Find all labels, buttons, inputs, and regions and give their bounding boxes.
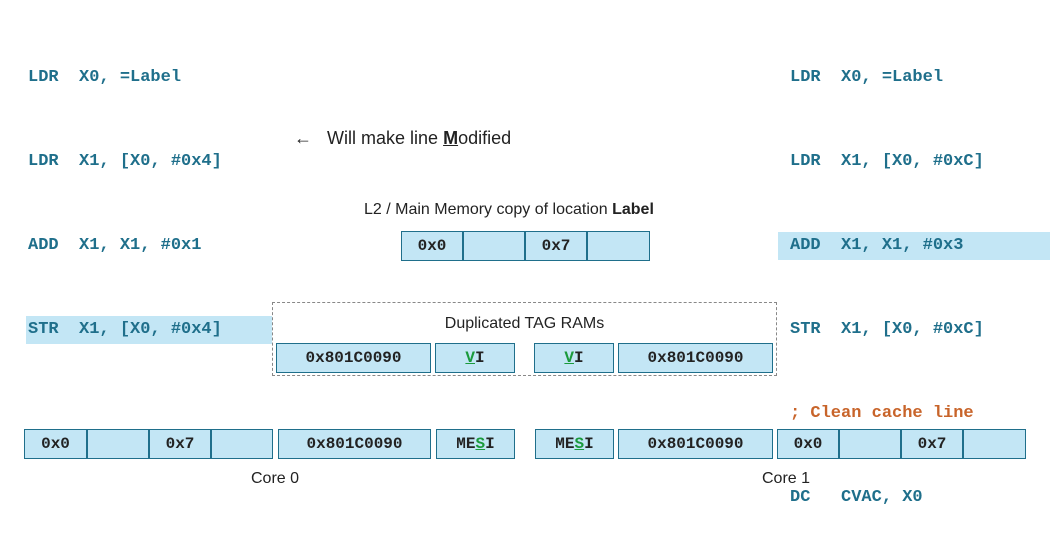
core0-code-line: ADD X1, X1, #0x1: [28, 236, 202, 255]
core0-code-line: LDR X1, [X0, #0x4]: [28, 152, 222, 171]
core0-code-line: LDR X0, =Label: [28, 68, 182, 87]
core0-data-cell: 0x7: [149, 429, 211, 459]
core1-code: LDR X0, =Label LDR X1, [X0, #0xC] ADD X1…: [778, 8, 1050, 540]
tag-rams-right-tag: 0x801C0090: [618, 343, 773, 373]
core1-data-cell: 0x0: [777, 429, 839, 459]
core0-code: LDR X0, =Label LDR X1, [X0, #0x4] ADD X1…: [26, 8, 272, 372]
tag-rams-left-tag: 0x801C0090: [276, 343, 431, 373]
memory-caption: L2 / Main Memory copy of location Label: [364, 201, 654, 218]
core0-code-line-highlighted: STR X1, [X0, #0x4]: [26, 316, 272, 344]
core0-data-cell: 0x0: [24, 429, 87, 459]
core1-data-cell: [839, 429, 901, 459]
core1-data-cell: 0x7: [901, 429, 963, 459]
core1-code-line-highlighted: ADD X1, X1, #0x3: [778, 232, 1050, 260]
memory-cell: [587, 231, 650, 261]
core1-code-line: STR X1, [X0, #0xC]: [790, 320, 984, 339]
modified-note: ← Will make line Modified: [284, 96, 511, 152]
note-emph: M: [443, 128, 459, 148]
memory-cell: [463, 231, 525, 261]
core1-tag: 0x801C0090: [618, 429, 773, 459]
tag-rams-title: Duplicated TAG RAMs: [444, 315, 605, 332]
core1-code-line: LDR X1, [X0, #0xC]: [790, 152, 984, 171]
core0-data-cell: [87, 429, 149, 459]
note-suffix: odified: [458, 128, 512, 148]
core0-label: Core 0: [250, 470, 300, 487]
core0-tag: 0x801C0090: [278, 429, 431, 459]
note-prefix: Will make line: [327, 128, 444, 148]
memory-cell: 0x7: [525, 231, 587, 261]
left-arrow-icon: ←: [294, 128, 313, 148]
core1-data-cell: [963, 429, 1026, 459]
core1-code-comment: ; Clean cache line: [790, 404, 974, 423]
memory-cell: 0x0: [401, 231, 463, 261]
core0-data-cell: [211, 429, 273, 459]
tag-rams-box: [272, 302, 777, 376]
core1-code-line: LDR X0, =Label: [790, 68, 944, 87]
core1-label: Core 1: [761, 470, 811, 487]
core1-code-line: DC CVAC, X0: [790, 488, 923, 507]
